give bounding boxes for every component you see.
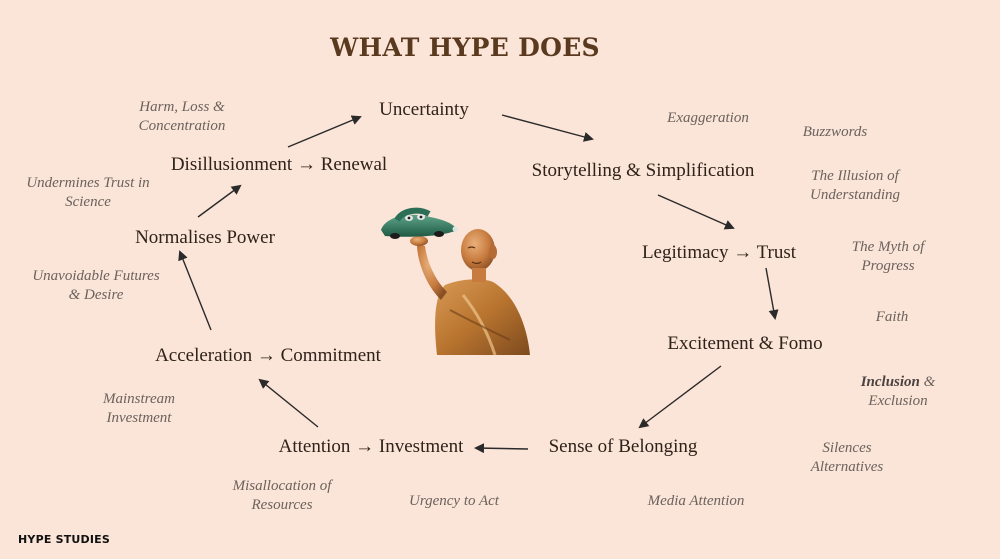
node-normalises: Normalises Power [135,227,275,248]
note-inclusion-bold: Inclusion [860,374,920,390]
node-storytelling: Storytelling & Simplification [531,160,755,181]
note-misallocation: Misallocation of Resources [232,478,332,513]
node-attention: Attention → Investment [278,436,464,457]
arrow-uncertainty-storytelling [501,114,594,142]
arrow-normalises-disillusionment [197,184,242,218]
arrow-storytelling-legitimacy [657,194,735,230]
note-media: Media Attention [647,493,745,509]
arrow-attention-acceleration [258,378,319,428]
brand-label: HYPE STUDIES [18,533,110,546]
note-unavoidable: Unavoidable Futures & Desire [32,268,160,303]
note-inclusion: Inclusion & Exclusion [843,373,953,411]
note-silences: Silences Alternatives [810,440,884,475]
arrow-excitement-belonging [638,365,722,429]
node-belonging: Sense of Belonging [548,436,698,457]
note-mainstream: Mainstream Investment [103,391,175,426]
node-disillusionment: Disillusionment → Renewal [170,154,388,175]
note-inclusion-rest: & Exclusion [868,374,936,409]
figure-holding-toy-car-image [381,207,530,356]
node-excitement: Excitement & Fomo [667,333,823,354]
arrow-belonging-attention [474,443,529,454]
page-title: WHAT HYPE DOES [330,33,600,62]
node-acceleration: Acceleration → Commitment [155,345,381,366]
arrow-legitimacy-excitement [765,267,779,320]
note-illusion: The Illusion of Understanding [810,168,900,203]
note-exaggeration: Exaggeration [667,110,749,126]
note-myth: The Myth of Progress [851,239,925,274]
node-legitimacy: Legitimacy → Trust [641,242,797,263]
note-undermines: Undermines Trust in Science [26,175,150,210]
note-harm: Harm, Loss & Concentration [138,99,226,134]
note-faith: Faith [875,309,909,325]
note-urgency: Urgency to Act [409,493,499,509]
note-buzzwords: Buzzwords [802,124,868,140]
arrow-disillusionment-uncertainty [287,115,362,148]
arrow-acceleration-normalises [178,250,212,331]
node-uncertainty: Uncertainty [379,99,469,120]
